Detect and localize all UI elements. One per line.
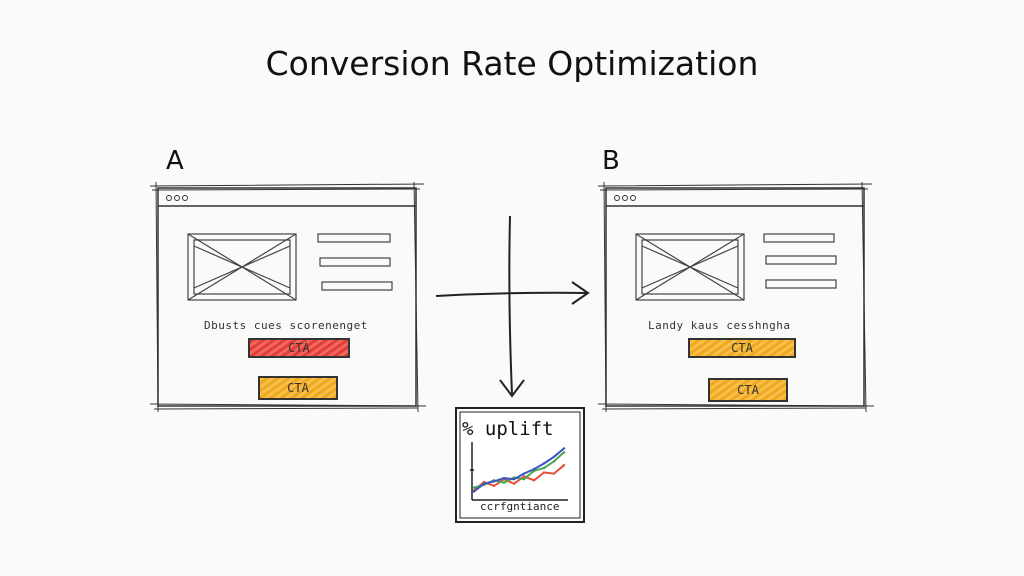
chart-point-2-1 [472,486,476,489]
chart-point-1-6 [522,475,526,478]
variant-label-b: B [602,146,620,176]
chart-point-2-4 [502,481,506,484]
arrow-to-b [435,281,590,305]
chart-series-group [472,447,566,493]
chart-point-3-4 [502,476,506,480]
chart-point-2-9 [552,460,556,463]
scribble-text-b: Landy kaus cesshngha [648,319,791,332]
image-placeholder-b [635,233,745,301]
chart-point-3-5 [512,478,516,481]
chart-point-3-6 [522,472,526,475]
chart-point-3-8 [542,462,546,465]
arrow-to-chart [499,215,525,398]
chart-frame [455,407,585,523]
chart-point-1-5 [512,482,516,485]
chart-point-3-1 [472,490,476,493]
chart-series-line-3 [473,447,565,493]
chart-point-2-6 [522,478,526,481]
browser-frame-b [597,181,875,413]
chart-point-1-3 [492,484,496,488]
chart-point-2-10 [562,451,566,454]
chart-title: % uplift [462,418,554,440]
chart-point-3-9 [552,455,556,458]
chart-point-3-7 [532,467,536,471]
chart-point-1-7 [532,479,536,482]
image-placeholder-a [187,233,297,301]
chart-series-line-1 [473,464,565,492]
chart-point-2-8 [542,466,546,470]
chart-point-1-9 [552,472,556,475]
cta-button-b-secondary[interactable]: CTA [708,378,788,402]
variant-label-a: A [166,146,184,176]
cta-button-a-secondary[interactable]: CTA [258,376,338,400]
text-lines-a [317,233,393,291]
chart-point-3-10 [562,447,566,450]
browser-frame-a [149,181,427,413]
chart-axes [470,442,568,501]
chart-x-label: ccrfgntiance [480,500,560,513]
cta-button-a-primary[interactable]: CTA [248,338,350,358]
chart-point-3-3 [492,480,496,483]
page-title: Conversion Rate Optimization [265,44,759,83]
scribble-text-a: Dbusts cues scorenenget [204,319,368,332]
chart-point-1-10 [562,464,566,467]
window-dots-b [614,195,636,201]
window-dots-a [166,195,188,201]
chart-point-1-8 [542,471,546,474]
text-lines-b [763,233,837,289]
cta-button-b-primary[interactable]: CTA [688,338,796,358]
chart-point-3-2 [482,482,486,485]
